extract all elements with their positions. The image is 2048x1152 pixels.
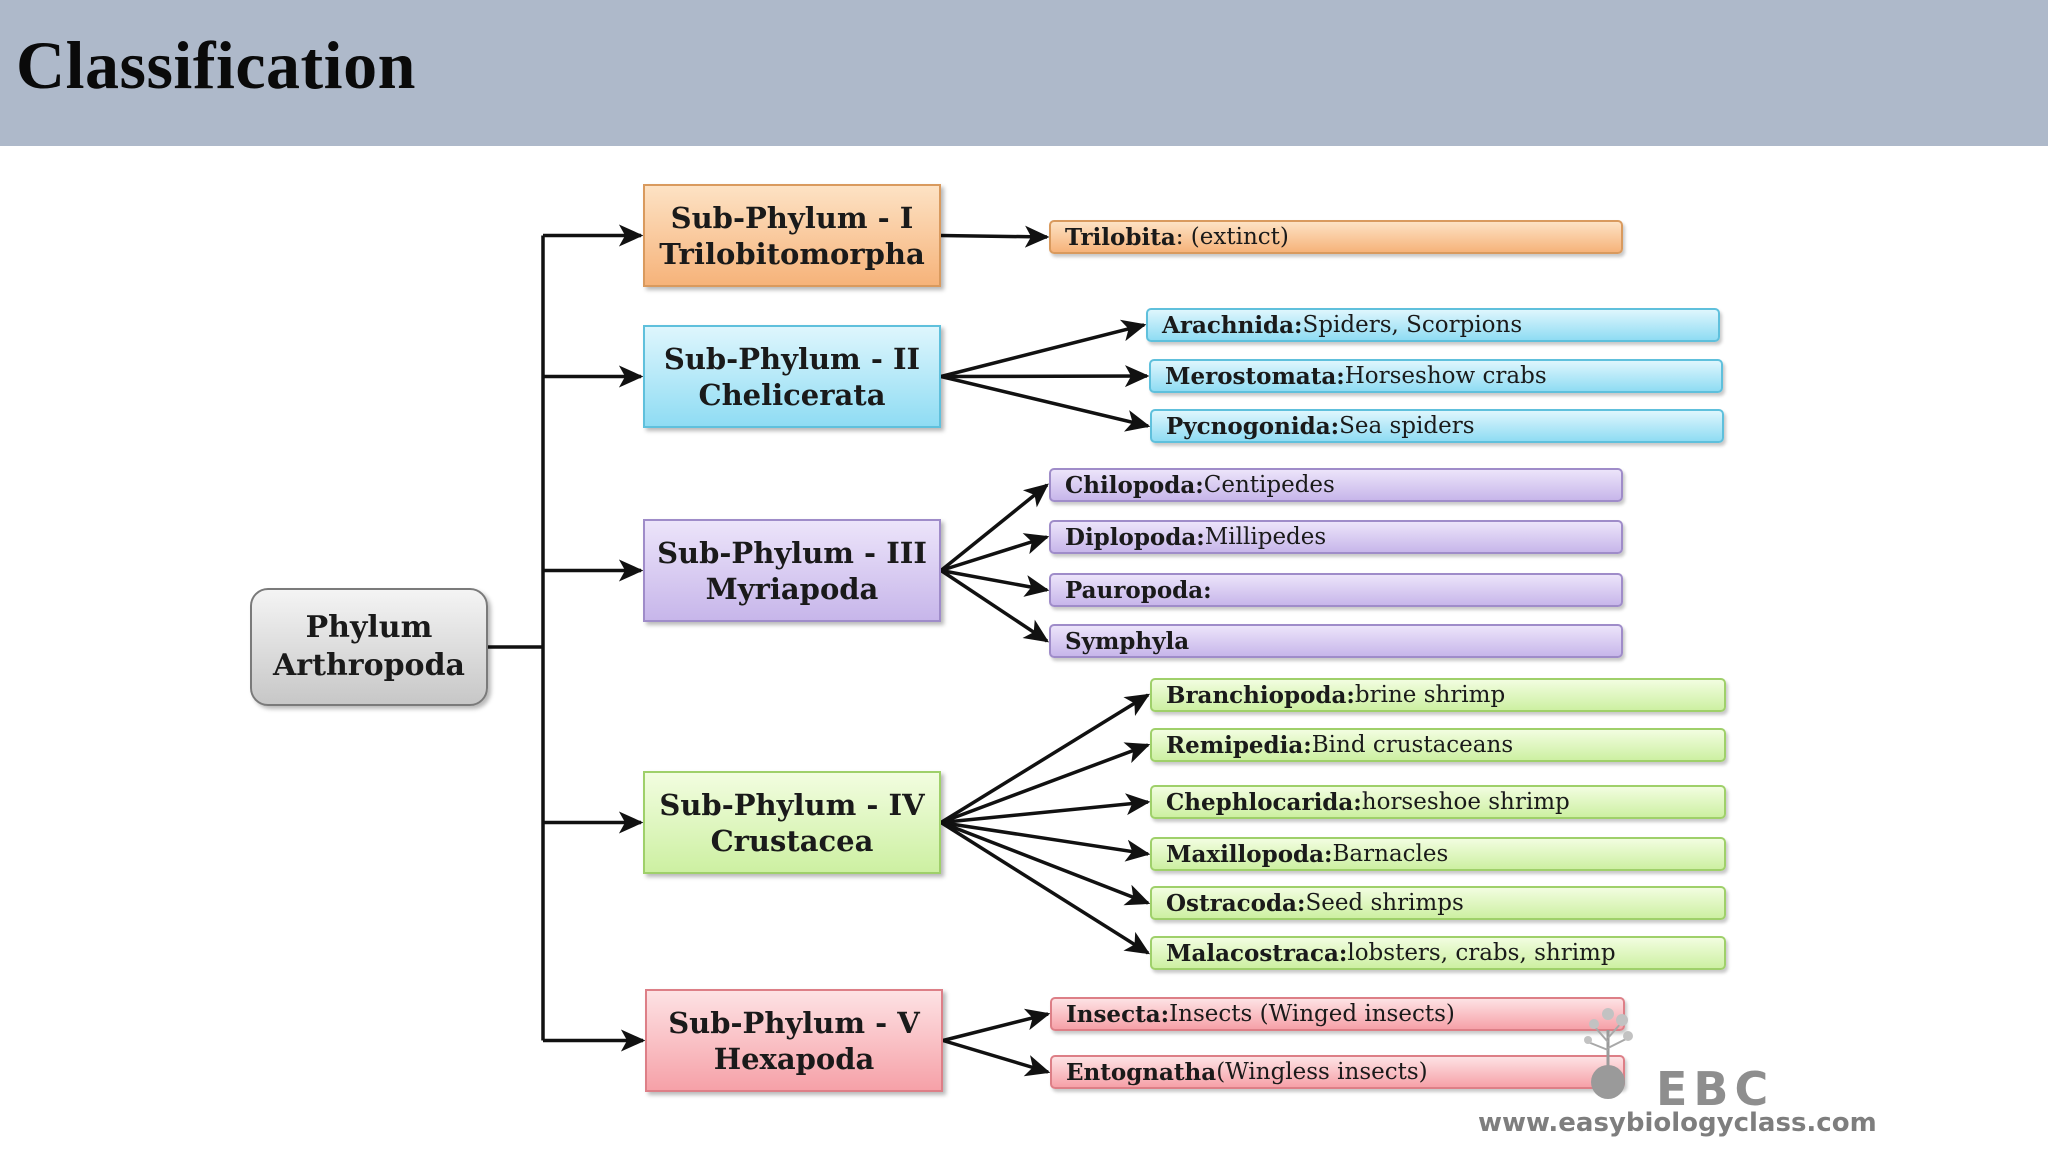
- class-name: Symphyla: [1065, 627, 1190, 655]
- root-label-line2: Arthropoda: [273, 648, 465, 683]
- subphylum-chelicerata-box: Sub-Phylum - II Chelicerata: [643, 325, 941, 428]
- class-pycnogonida: Pycnogonida: Sea spiders: [1150, 409, 1724, 443]
- class-malacostraca: Malacostraca: lobsters, crabs, shrimp: [1150, 936, 1726, 970]
- class-name: Chephlocarida:: [1166, 788, 1362, 816]
- class-desc: Horseshow crabs: [1344, 363, 1547, 389]
- ebc-logo-text: EBC: [1656, 1062, 1775, 1116]
- subphylum-hexapoda-box: Sub-Phylum - V Hexapoda: [645, 989, 943, 1092]
- class-arrow: [940, 821, 1151, 955]
- class-desc: Centipedes: [1203, 472, 1335, 498]
- class-maxillopoda: Maxillopoda: Barnacles: [1150, 837, 1726, 871]
- class-desc: Bind crustaceans: [1311, 732, 1514, 758]
- watermark-url: www.easybiologyclass.com: [1478, 1108, 1877, 1138]
- class-arrow: [940, 533, 1050, 573]
- page-title: Classification: [16, 27, 416, 103]
- class-desc: Barnacles: [1332, 841, 1449, 867]
- class-arrow: [940, 374, 1151, 432]
- class-name: Entognatha: [1066, 1058, 1217, 1086]
- class-name: Remipedia:: [1166, 731, 1312, 759]
- class-arrow: [942, 1038, 1051, 1077]
- class-arachnida: Arachnida: Spiders, Scorpions: [1146, 308, 1720, 342]
- subphylum-trilobitomorpha-box: Sub-Phylum - I Trilobitomorpha: [643, 184, 941, 287]
- subphylum-label: Sub-Phylum - I: [670, 200, 914, 235]
- subphylum-label: Sub-Phylum - V: [668, 1005, 920, 1040]
- title-bar: Classification: [0, 0, 2048, 146]
- class-name: Merostomata:: [1165, 362, 1345, 390]
- class-arrow: [940, 742, 1151, 825]
- class-desc: brine shrimp: [1354, 682, 1506, 708]
- class-arrow: [940, 319, 1147, 379]
- class-desc: Insects (Winged insects): [1169, 1001, 1455, 1027]
- class-name: Arachnida:: [1162, 311, 1303, 339]
- subphylum-myriapoda-box: Sub-Phylum - III Myriapoda: [643, 519, 941, 622]
- class-name: Branchiopoda:: [1166, 681, 1355, 709]
- class-arrow: [940, 568, 1050, 597]
- class-desc: horseshoe shrimp: [1361, 789, 1570, 815]
- subphylum-label: Sub-Phylum - IV: [659, 787, 925, 822]
- class-arrow: [940, 820, 1151, 862]
- class-arrow: [942, 1008, 1051, 1043]
- class-merostomata: Merostomata: Horseshow crabs: [1149, 359, 1723, 393]
- subphylum-name: Myriapoda: [705, 571, 879, 606]
- class-desc: Seed shrimps: [1305, 890, 1464, 916]
- class-name: Diplopoda:: [1065, 523, 1205, 551]
- class-name: Malacostraca:: [1166, 939, 1348, 967]
- class-name: Ostracoda:: [1166, 889, 1306, 917]
- class-desc: : (extinct): [1175, 224, 1289, 250]
- tree-icon: [1584, 1008, 1633, 1099]
- class-remipedia: Remipedia: Bind crustaceans: [1150, 728, 1726, 762]
- class-desc: Millipedes: [1204, 524, 1327, 550]
- class-insecta: Insecta: Insects (Winged insects): [1050, 997, 1625, 1031]
- root-label-line1: Phylum: [305, 610, 433, 645]
- subphylum-label: Sub-Phylum - III: [657, 535, 927, 570]
- subphylum-name: Chelicerata: [698, 377, 886, 412]
- class-arrow: [940, 569, 1050, 643]
- subphylum-name: Crustacea: [710, 823, 874, 858]
- class-chilopoda: Chilopoda: Centipedes: [1049, 468, 1623, 502]
- class-arrow: [939, 483, 1049, 572]
- subphylum-name: Trilobitomorpha: [659, 236, 925, 271]
- class-arrow: [940, 225, 1050, 248]
- class-chephlocarida: Chephlocarida: horseshoe shrimp: [1150, 785, 1726, 819]
- class-name: Pycnogonida:: [1166, 412, 1340, 440]
- watermark: EBC www.easybiologyclass.com: [1478, 1002, 1877, 1148]
- phylum-arthropoda-box: Phylum Arthropoda: [250, 588, 488, 706]
- class-arrow: [940, 820, 1151, 906]
- class-name: Trilobita: [1065, 223, 1176, 251]
- class-arrow: [940, 693, 1151, 824]
- class-pauropoda: Pauropoda:: [1049, 573, 1623, 607]
- class-ostracoda: Ostracoda: Seed shrimps: [1150, 886, 1726, 920]
- class-arrow: [940, 365, 1150, 388]
- subphylum-name: Hexapoda: [713, 1041, 875, 1076]
- class-desc: Spiders, Scorpions: [1302, 312, 1523, 338]
- subphylum-crustacea-box: Sub-Phylum - IV Crustacea: [643, 771, 941, 874]
- class-branchiopoda: Branchiopoda: brine shrimp: [1150, 678, 1726, 712]
- class-symphyla: Symphyla: [1049, 624, 1623, 658]
- class-entognatha: Entognatha (Wingless insects): [1050, 1055, 1625, 1089]
- class-name: Chilopoda:: [1065, 471, 1204, 499]
- class-arrow: [940, 793, 1151, 825]
- class-name: Maxillopoda:: [1166, 840, 1333, 868]
- class-diplopoda: Diplopoda: Millipedes: [1049, 520, 1623, 554]
- subphylum-label: Sub-Phylum - II: [663, 341, 921, 376]
- class-name: Insecta:: [1066, 1000, 1170, 1028]
- class-name: Pauropoda:: [1065, 576, 1212, 604]
- class-desc: Sea spiders: [1339, 413, 1475, 439]
- class-desc: lobsters, crabs, shrimp: [1347, 940, 1616, 966]
- class-desc: (Wingless insects): [1216, 1059, 1428, 1085]
- class-trilobita: Trilobita : (extinct): [1049, 220, 1623, 254]
